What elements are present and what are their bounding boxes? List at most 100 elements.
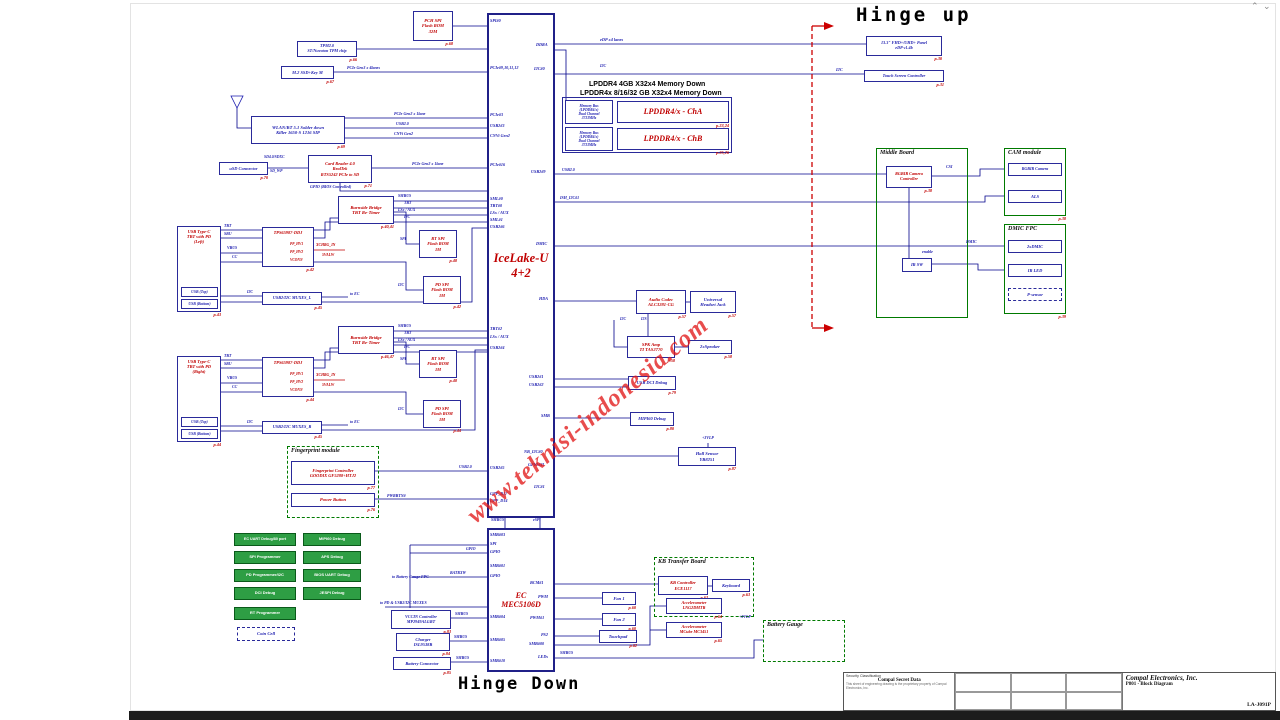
memory-bus-b: Memory Bus (LPDDR4/x) Dual Channel 3733M…: [565, 127, 613, 151]
wire-label: SMBUS: [560, 651, 574, 655]
wire-label: PCIe Gen3 x 4lanes: [347, 65, 380, 70]
usb-bottom-left-label: USB (Bottom): [188, 301, 211, 306]
usb-dci-debug-page-ref: p.79: [668, 390, 676, 396]
battery-connector-page-ref: p.85: [443, 670, 451, 676]
legend-aps-debug: APS Debug: [303, 551, 361, 564]
legend-mipi60-debug-label: MIPI60 Debug: [318, 536, 346, 542]
wire-label: SMBUS: [491, 518, 505, 522]
wire-label: GPIO: [466, 547, 476, 551]
ir-led: IR LED: [1008, 264, 1062, 277]
wire-label: DMIC: [966, 239, 977, 244]
wire-label: USB2#3: [490, 123, 505, 128]
battery-connector-label: Battery Connector: [405, 660, 439, 666]
wire-label: I2C: [836, 67, 843, 72]
memory-bus-b-label: Memory Bus (LPDDR4/x) Dual Channel 3733M…: [578, 130, 600, 148]
wire-label: PWM: [538, 594, 549, 599]
rt-spi-right-page-ref: p.48: [449, 378, 457, 384]
wire-label: DDRA: [536, 42, 548, 47]
wire-label: SMBUS: [455, 612, 469, 616]
muxes-right-page-ref: p.45: [314, 434, 322, 440]
wire-label: LSx / AUX: [398, 208, 416, 212]
usb-dci-debug-label: USB DCI Debug: [636, 380, 668, 386]
wire-label: I2S: [641, 317, 647, 321]
wire-label: PP_HV1: [290, 372, 304, 376]
fan1-label: Fan 1: [613, 595, 625, 601]
lpddr-chb-page-ref: p.25,26: [716, 150, 729, 156]
legend-jespi-debug: JESPI Debug: [303, 587, 361, 600]
collapse-up-icon[interactable]: ⌃: [1251, 2, 1259, 12]
legend-dci-debug-label: DCI Debug: [254, 590, 276, 596]
pd-ctrl-left-page-ref: p.42: [306, 267, 314, 273]
collapse-down-icon[interactable]: ⌄: [1263, 2, 1271, 12]
usbc-left: USB Type-C TBT with PD (Left)p.43: [177, 226, 221, 317]
wire: [236, 108, 251, 129]
wire: [394, 211, 419, 245]
memory-title-1: LPDDR4 4GB X32x4 Memory Down: [589, 81, 706, 88]
wire-label: TBT#0: [490, 203, 503, 208]
usbc-right: USB Type-C TBT with PD (Right)p.44: [177, 356, 221, 447]
wire: [322, 227, 487, 303]
wire-label: SBU: [224, 232, 232, 236]
mipi60-debug-page-ref: p.80: [666, 426, 674, 432]
wire-label: SD_WP: [270, 169, 283, 173]
wire-label: to Battery Gauge FPC: [392, 574, 429, 579]
battery-connector: Battery Connector p.85: [393, 657, 451, 675]
page-frame: [130, 3, 1276, 711]
headset-jack-label: Universal Headset Jack: [700, 296, 726, 307]
card-reader-label: Card Reader 4.0 RealTek RTS5242 PCIe to …: [320, 161, 360, 177]
dmic-2x: 2xDMIC: [1008, 240, 1062, 253]
edp-panel-page-ref: p.30: [934, 56, 942, 62]
wire-label: SMBUS: [398, 194, 412, 198]
wire-label: I2C: [404, 215, 411, 219]
wire: [555, 639, 763, 659]
antenna-icon: [230, 95, 244, 109]
touchpad-page-ref: p.62: [629, 643, 637, 649]
wire-label: USB2.0: [396, 121, 409, 126]
memory-bus-a-label: Memory Bus (LPDDR4/x) Dual Channel 3733M…: [578, 103, 600, 121]
touchpad-label: Touchpad: [608, 633, 628, 639]
kb-controller: KB Controller ECE1117p.63: [658, 576, 708, 600]
wire-label: I2C: [404, 345, 411, 349]
dmic-fpc-title: DMIC FPC: [1008, 226, 1038, 232]
wire-label: enable: [922, 249, 933, 254]
wire-label: BATRXW: [450, 571, 467, 575]
lpddr-chb-label: LPDDR4/x - ChB: [643, 134, 703, 144]
wlan-bt-label: WLAN/BT 5.1 Solder down Killer 1650-S 12…: [271, 124, 325, 135]
wire-label: SMB#03: [490, 532, 506, 537]
wire-label: +3VLP: [739, 614, 751, 619]
legend-aps-debug-label: APS Debug: [321, 554, 343, 560]
kb-transfer-board: KB Transfer Board: [654, 557, 754, 617]
wire: [613, 320, 627, 348]
wire-label: PP_HV2: [290, 380, 304, 384]
wire-label: PP_HV2: [290, 250, 304, 254]
title-block-grid: [955, 673, 1123, 710]
bottom-bar: [129, 711, 1280, 720]
keyboard-page-ref: p.63: [742, 592, 750, 598]
wlan-bt-page-ref: p.69: [337, 144, 345, 150]
wire-label: PCIe Gen2 x 1lane: [412, 161, 444, 166]
wire-label: 5VALW: [322, 383, 335, 387]
wire-label: SPI#0: [490, 18, 501, 23]
wire-label: DMIC: [536, 241, 548, 246]
wire-label: TBT: [404, 331, 412, 335]
cam-module-title: CAM module: [1008, 150, 1042, 156]
wire-label: eSPI: [533, 518, 541, 522]
rt-spi-left-label: RT SPI Flash ROM 1M: [427, 236, 449, 252]
usb-top-right: USB (Top): [181, 417, 218, 427]
kb-controller-label: KB Controller ECE1117: [670, 580, 696, 591]
